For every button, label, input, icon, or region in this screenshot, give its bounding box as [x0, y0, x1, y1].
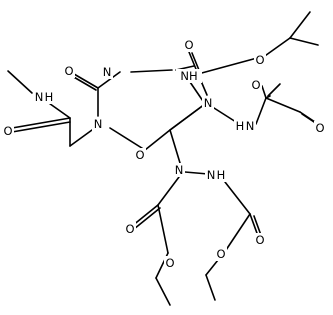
bond-12 — [109, 127, 146, 151]
atom-o-b1-ester: O — [165, 256, 174, 270]
atom-n3-ring: N — [103, 65, 112, 79]
label-bg — [92, 117, 104, 131]
atom-o-c2: O — [64, 64, 73, 78]
atom-n-b1: N — [175, 163, 184, 177]
label-bg — [164, 256, 176, 270]
atom-labels: N H O O N NH N O N H N O O O O N N H — [2, 38, 326, 270]
atom-o-a2-ester: O — [251, 78, 260, 92]
atom-n-methylamide: N — [35, 90, 44, 104]
atom-n-b2: N — [207, 168, 216, 182]
bond-24 — [261, 37, 291, 59]
label-bg — [134, 148, 146, 162]
bond-8 — [130, 69, 173, 73]
atom-o-b2-ester: O — [216, 247, 225, 261]
bond-5 — [11, 121, 71, 133]
atom-h-methylamide: H — [45, 90, 54, 104]
label-bg — [202, 96, 214, 110]
label-bg — [314, 121, 326, 135]
bond-43 — [249, 213, 259, 237]
atom-h-a2: H — [236, 119, 245, 133]
atom-n-a2: N — [246, 119, 255, 133]
label-bg — [254, 233, 266, 247]
label-bg — [183, 38, 195, 52]
bond-4 — [11, 117, 71, 129]
bond-45 — [225, 213, 251, 251]
label-bg — [215, 247, 227, 261]
bond-39 — [157, 204, 169, 254]
label-bg — [173, 163, 185, 177]
atom-n1-ring: N — [94, 117, 103, 131]
atom-n-a1: N — [204, 96, 213, 110]
atom-o-a1-ester: O — [255, 53, 264, 67]
bond-27 — [255, 97, 267, 125]
bond-47 — [205, 274, 216, 301]
bond-42 — [224, 181, 251, 215]
atom-o-a2-carbonyl: O — [315, 121, 324, 135]
bond-0 — [7, 70, 33, 94]
label-bg — [205, 168, 227, 182]
bond-19 — [169, 129, 181, 164]
label-bg — [101, 65, 113, 79]
label-bg — [234, 119, 256, 133]
bond-13 — [73, 73, 99, 89]
bond-11 — [144, 129, 171, 151]
bond-26 — [213, 107, 237, 123]
atom-o-c6: O — [135, 148, 144, 162]
bond-37 — [131, 204, 159, 227]
bond-31 — [265, 97, 301, 113]
atom-nh-imine: NH — [180, 69, 197, 83]
bond-25 — [289, 37, 319, 46]
atom-h-b2: H — [217, 168, 226, 182]
label-bg — [254, 53, 266, 67]
label-bg — [176, 69, 202, 83]
bond-14 — [71, 75, 97, 91]
label-bg — [124, 222, 136, 236]
bond-34 — [289, 11, 311, 39]
bond-35 — [184, 171, 209, 175]
atom-o-b2-carbonyl: O — [255, 233, 264, 247]
bond-3 — [69, 129, 93, 147]
atom-o-amide: O — [3, 124, 12, 138]
bond-23 — [197, 57, 258, 75]
atom-o-a1-carbonyl: O — [184, 38, 193, 52]
bonds — [7, 11, 321, 306]
label-bg — [250, 78, 262, 92]
bond-41 — [155, 277, 171, 306]
bond-28 — [261, 85, 267, 99]
label-bg — [2, 124, 14, 138]
label-bg — [63, 64, 75, 78]
label-bg — [33, 90, 55, 104]
bond-18 — [169, 103, 206, 131]
bond-36 — [157, 176, 180, 206]
bond-38 — [133, 207, 161, 230]
atom-o-b1-carbonyl: O — [125, 222, 134, 236]
bond-7 — [97, 71, 121, 89]
bond-30 — [267, 83, 281, 97]
